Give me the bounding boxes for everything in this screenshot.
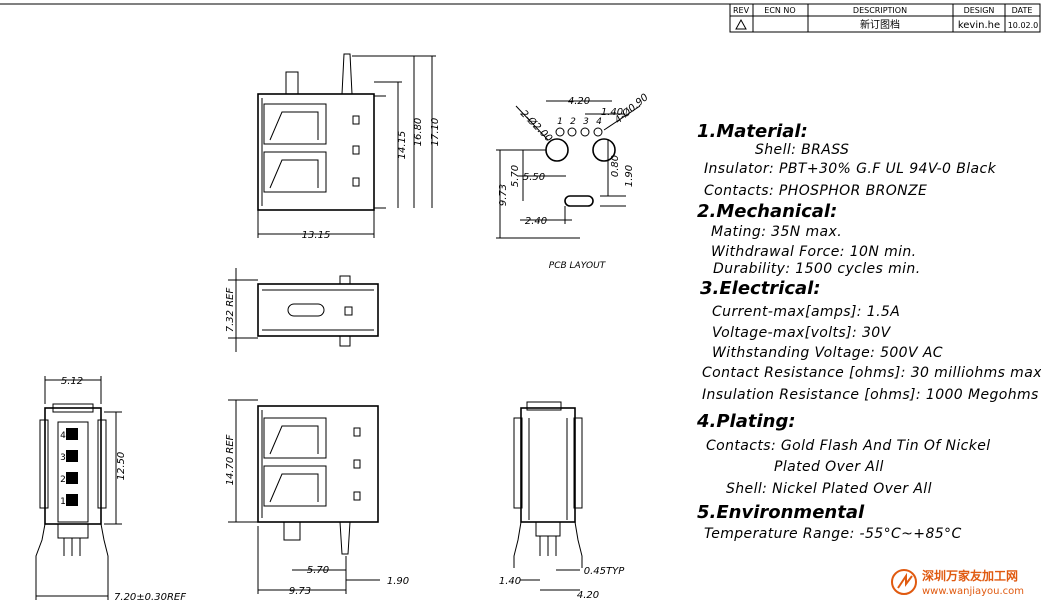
spec-material-line-2: Insulator: PBT+30% G.F UL 94V-0 Black (704, 161, 997, 177)
spec-mechanical-line-2: Withdrawal Force: 10N min. (711, 244, 917, 260)
spec-electrical-heading: 3.Electrical: (700, 278, 821, 299)
pcb-layout: 1 2 3 4 4.20 1.40 2-Ø2.00 4-Ø0.90 9.73 5… (496, 91, 651, 271)
spec-electrical-line-4: Contact Resistance [ohms]: 30 milliohms … (702, 365, 1041, 381)
title-header-design: DESIGN (964, 6, 995, 15)
dim-pcb-2-d2: 2-Ø2.00 (518, 108, 555, 145)
title-header-date: DATE (1012, 6, 1033, 15)
dim-left-5-12: 5.12 (61, 376, 83, 387)
spec-environmental-heading: 5.Environmental (697, 502, 865, 523)
left-pin-1: 1 (60, 497, 66, 507)
dim-left-7-20: 7.20±0.30REF (114, 592, 186, 603)
pcb-pin-1: 1 (557, 117, 563, 127)
top-view: 14.15 16.80 17.10 13.15 (257, 53, 441, 241)
spec-electrical-line-2: Voltage-max[volts]: 30V (712, 325, 892, 341)
spec-electrical-line-3: Withstanding Voltage: 500V AC (712, 345, 943, 361)
spec-material-line-3: Contacts: PHOSPHOR BRONZE (704, 183, 927, 199)
dim-pcb-1-40: 1.40 (601, 107, 623, 118)
dim-top-17-10: 17.10 (430, 118, 441, 147)
spec-environmental-line-1: Temperature Range: -55°C~+85°C (704, 526, 962, 542)
spec-material-heading: 1.Material: (697, 121, 808, 142)
dim-middle-7-32: 7.32 REF (225, 288, 236, 333)
dim-pcb-9-73: 9.73 (498, 184, 509, 206)
title-date-value: 10.02.0 (1008, 21, 1039, 30)
dim-left-12-50: 12.50 (116, 452, 127, 481)
title-header-description: DESCRIPTION (853, 6, 907, 15)
spec-plating-line-1: Contacts: Gold Flash And Tin Of Nickel (706, 438, 991, 454)
dim-side-1-40: 1.40 (499, 576, 521, 587)
dim-side-4-20: 4.20 (577, 590, 599, 601)
pcb-pin-3: 3 (583, 117, 589, 127)
dim-pcb-5-50: 5.50 (523, 172, 545, 183)
dim-front-14-70: 14.70 REF (225, 434, 236, 485)
title-block: REV ECN NO DESCRIPTION DESIGN DATE 新订图档 … (729, 3, 1041, 33)
watermark-logo-icon (891, 569, 917, 595)
pcb-layout-label: PCB LAYOUT (549, 261, 607, 271)
dim-top-14-15: 14.15 (397, 131, 408, 160)
title-design-value: kevin.he (958, 20, 1000, 31)
dim-side-0-45: 0.45TYP (584, 566, 625, 577)
title-header-ecn: ECN NO (764, 6, 795, 15)
dim-top-13-15: 13.15 (302, 230, 331, 241)
front-view: 14.70 REF 5.70 1.90 9.73 (225, 399, 409, 597)
watermark: 深圳万家友加工网 www.wanjiayou.com (891, 568, 1024, 597)
spec-electrical-line-5: Insulation Resistance [ohms]: 1000 Megoh… (702, 387, 1041, 403)
watermark-cn: 深圳万家友加工网 (922, 568, 1018, 583)
dim-pcb-2-40: 2.40 (525, 216, 547, 227)
spec-electrical-line-1: Current-max[amps]: 1.5A (712, 304, 900, 320)
spec-material-line-1: Shell: BRASS (755, 142, 849, 158)
spec-plating-heading: 4.Plating: (696, 411, 796, 432)
dim-top-16-80: 16.80 (413, 118, 424, 147)
revision-triangle-icon (735, 18, 747, 30)
specification-block: 1.Material: Shell: BRASS Insulator: PBT+… (696, 121, 1041, 542)
spec-plating-line-3: Shell: Nickel Plated Over All (726, 481, 932, 497)
left-pin-3: 3 (60, 453, 66, 463)
dim-pcb-0-80: 0.80 (610, 155, 621, 177)
dim-pcb-4-20: 4.20 (568, 96, 590, 107)
spec-mechanical-heading: 2.Mechanical: (697, 201, 837, 222)
side-view: 0.45TYP 1.40 4.20 (499, 401, 625, 601)
title-description-value: 新订图档 (860, 18, 900, 31)
spec-mechanical-line-3: Durability: 1500 cycles min. (713, 261, 921, 277)
middle-view: 7.32 REF (225, 268, 379, 352)
dim-front-5-70: 5.70 (307, 565, 329, 576)
dim-front-9-73: 9.73 (289, 586, 311, 597)
left-view: 4 3 2 1 5.12 12.50 7.20±0.30REF (35, 376, 186, 603)
dim-front-1-90: 1.90 (387, 576, 409, 587)
title-header-rev: REV (733, 6, 750, 15)
left-pin-2: 2 (60, 475, 66, 485)
spec-mechanical-line-1: Mating: 35N max. (711, 224, 842, 240)
left-pin-4: 4 (60, 431, 66, 441)
pcb-pin-2: 2 (570, 117, 576, 127)
spec-plating-line-2: Plated Over All (774, 459, 884, 475)
pcb-pin-4: 4 (596, 117, 602, 127)
watermark-url: www.wanjiayou.com (922, 586, 1024, 597)
dim-pcb-1-90: 1.90 (624, 165, 635, 187)
dim-pcb-5-70: 5.70 (510, 165, 521, 187)
